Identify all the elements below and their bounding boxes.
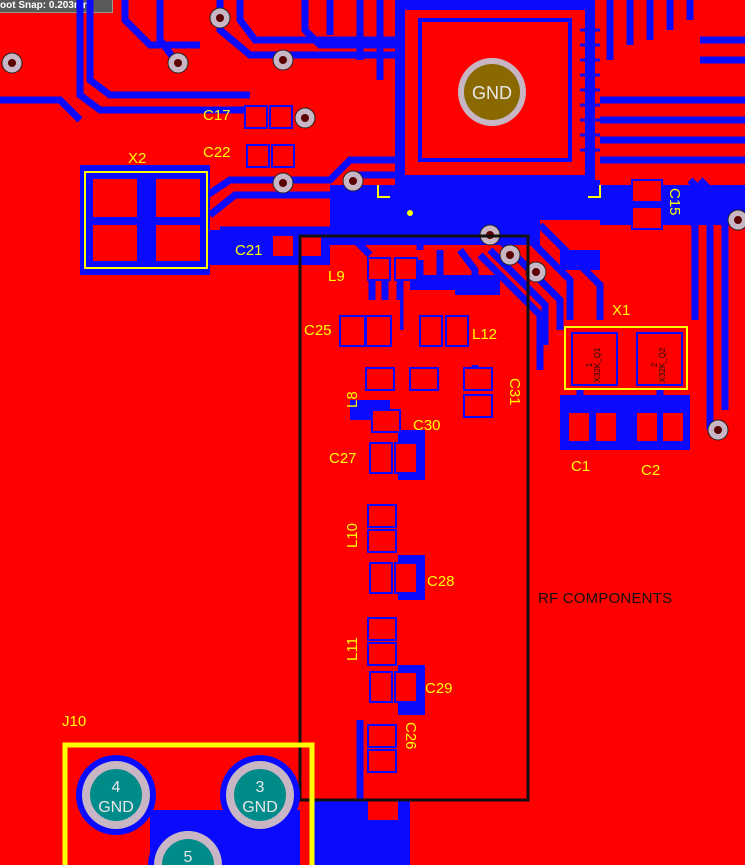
j10-pin4-number: 4 (112, 779, 121, 796)
vias[interactable] (1, 7, 745, 441)
gnd-thermal-via[interactable]: GND (458, 58, 526, 126)
j10-designator: J10 (62, 713, 86, 730)
designator-c2: C2 (641, 462, 660, 479)
crystal-x1[interactable]: X1 1 X32K_Q1 2 X32K_Q2 (564, 302, 688, 390)
snap-status-readout: oot Snap: 0.203mm (0, 0, 113, 13)
j10-pin-4[interactable]: 4 GND (76, 755, 156, 835)
designator-l8: L8 (344, 391, 361, 408)
x1-pad2-number: 2 (650, 362, 659, 367)
designator-c21: C21 (235, 242, 263, 259)
j10-pin5-number: 5 (184, 849, 193, 865)
x1-pad1-net: X32K_Q1 (593, 347, 602, 382)
designator-c22: C22 (203, 144, 231, 161)
j10-pin3-number: 3 (256, 779, 265, 796)
j10-pin3-net: GND (242, 799, 278, 816)
x1-pad1-number: 1 (585, 362, 594, 367)
rf-components-label: RF COMPONENTS (538, 590, 673, 607)
j10-pin-3[interactable]: 3 GND (220, 755, 300, 835)
j10-pin4-net: GND (98, 799, 134, 816)
rf-components-region[interactable] (298, 234, 530, 802)
designator-c25: C25 (304, 322, 332, 339)
designator-l11: L11 (344, 637, 361, 661)
designator-l12: L12 (472, 326, 497, 343)
gnd-pad-label: GND (472, 83, 512, 103)
designator-c29: C29 (425, 680, 453, 697)
crystal-x2[interactable]: X2 (84, 150, 208, 269)
designator-c26: C26 (402, 722, 419, 750)
designator-labels: C17 C22 C21 C15 L9 C25 L12 L8 C31 C30 C2… (203, 107, 683, 750)
connector-j10[interactable]: J10 4 GND 3 GND 5 (62, 713, 315, 865)
designator-c15: C15 (666, 188, 683, 216)
j10-pin-5[interactable]: 5 (148, 825, 228, 865)
designator-l9: L9 (328, 268, 345, 285)
designator-c27: C27 (329, 450, 357, 467)
designator-c1: C1 (571, 458, 590, 475)
designator-c17: C17 (203, 107, 231, 124)
designator-c30: C30 (413, 417, 441, 434)
designator-c28: C28 (427, 573, 455, 590)
smd-components[interactable] (244, 105, 685, 773)
x1-designator: X1 (612, 302, 630, 319)
x1-pad2-net: X32K_Q2 (658, 347, 667, 382)
x2-designator: X2 (128, 150, 146, 167)
designator-c31: C31 (506, 378, 523, 406)
designator-l10: L10 (344, 523, 361, 548)
